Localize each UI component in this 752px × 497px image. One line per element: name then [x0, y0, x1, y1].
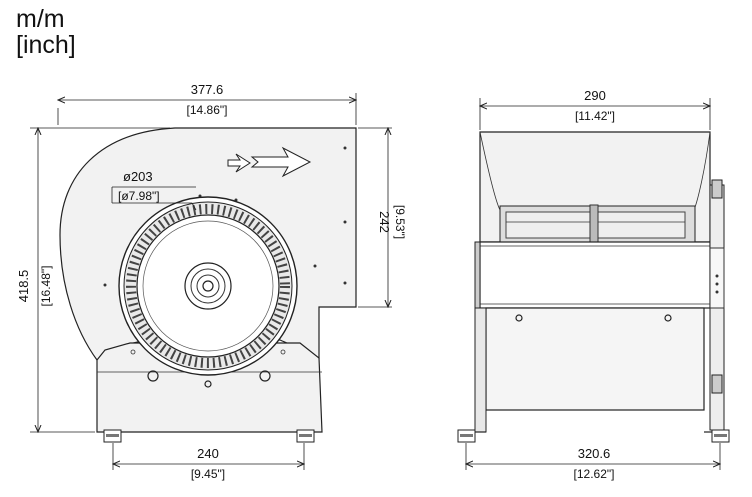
airflow-arrow-icon	[227, 146, 312, 178]
side-base-in: [12.62"]	[574, 467, 615, 481]
front-height-in: [16.48"]	[39, 266, 53, 307]
front-width-in: [14.86"]	[187, 103, 228, 117]
front-view: 377.6 [14.86"] 418.5 [16.48"] 242 [9.53"…	[16, 82, 407, 481]
side-base-mm: 320.6	[578, 446, 611, 461]
outlet-height-mm: 242	[377, 211, 392, 233]
units-imperial: [inch]	[16, 31, 76, 59]
side-middle-band	[479, 241, 711, 309]
base-width-in: [9.45"]	[191, 467, 225, 481]
front-height-mm: 418.5	[16, 270, 31, 303]
side-width-mm: 290	[584, 88, 606, 103]
side-view: 290 [11.42"] 320.6 [12.62"]	[457, 88, 730, 481]
side-lower-housing	[485, 307, 705, 411]
front-width-mm: 377.6	[191, 82, 224, 97]
shaft	[202, 280, 214, 292]
wheel-dia-mm: ø203	[123, 169, 153, 184]
base-pedestal	[96, 342, 323, 433]
impeller-blades	[126, 204, 290, 368]
units-metric: m/m	[16, 5, 65, 33]
outlet-height-in: [9.53"]	[393, 205, 407, 239]
units-label: m/m [inch]	[16, 6, 76, 58]
base-width-mm: 240	[197, 446, 219, 461]
side-width-in: [11.42"]	[575, 109, 615, 123]
wheel-dia-in: [ø7.98"]	[118, 189, 160, 203]
